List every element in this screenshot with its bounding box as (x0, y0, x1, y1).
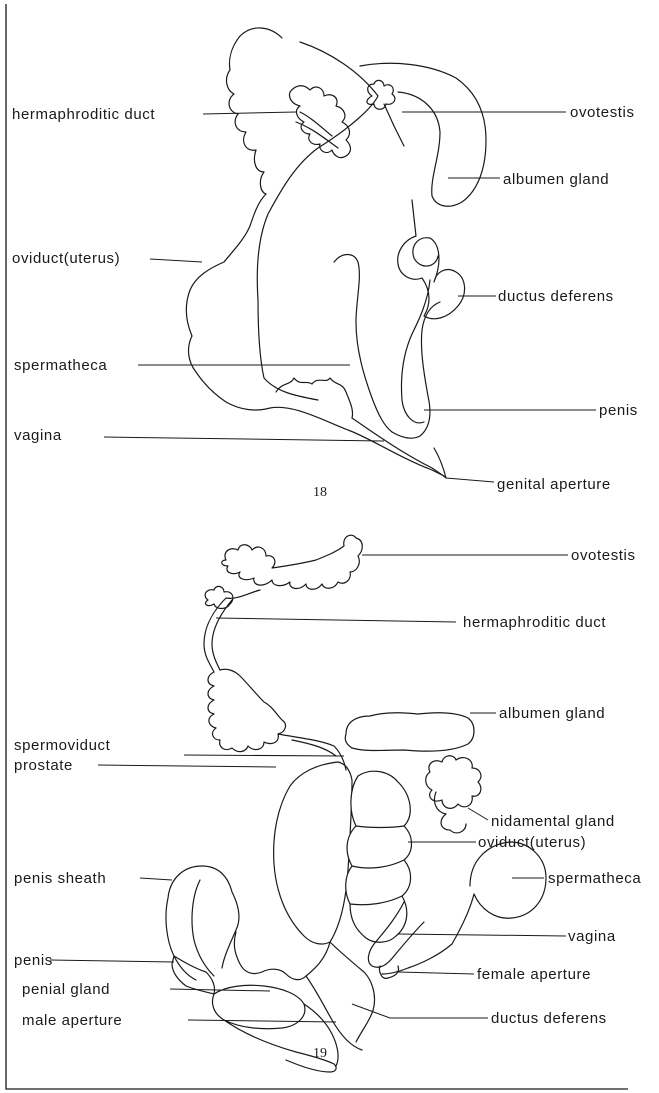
fig19-ovotestis (205, 535, 362, 608)
label-19-ductus-deferens: ductus deferens (491, 1010, 607, 1027)
label-19-penis: penis (14, 952, 53, 969)
label-18-oviduct-uterus: oviduct(uterus) (12, 250, 120, 267)
label-19-spermatheca: spermatheca (548, 870, 641, 887)
fig18-ductus-deferens-coil (398, 200, 465, 423)
label-19-spermoviduct: spermoviduct (14, 737, 111, 754)
figure-19-labels: ovotestis hermaphroditic duct albumen gl… (14, 547, 641, 1061)
leader-19-prostate (98, 765, 276, 767)
fig19-albumen-gland (345, 713, 474, 751)
label-18-ductus-deferens: ductus deferens (498, 288, 614, 305)
fig18-oviduct-outline (186, 28, 444, 476)
label-18-ovotestis: ovotestis (570, 104, 635, 121)
fig18-ovotestis-coil (289, 86, 350, 158)
label-18-spermatheca: spermatheca (14, 357, 107, 374)
label-19-oviduct-uterus: oviduct(uterus) (478, 834, 586, 851)
fig19-penis-sheath (166, 866, 239, 980)
leader-18-genital-aperture (446, 478, 494, 482)
fig19-oviduct-uterus (346, 771, 412, 942)
fig18-ovotestis-acini (367, 80, 404, 146)
fig18-spermatheca (334, 255, 392, 433)
leader-19-male-aperture (188, 1020, 336, 1022)
fig19-hermaphroditic-duct-coils (208, 669, 285, 751)
label-18-albumen-gland: albumen gland (503, 171, 609, 188)
leader-18-oviduct (150, 259, 202, 262)
leader-19-spermoviduct (184, 755, 344, 756)
leader-19-penis (50, 960, 174, 962)
fig19-penis (172, 956, 215, 994)
fig19-spermoviduct (278, 734, 346, 770)
fig19-male-duct (224, 1004, 338, 1072)
label-19-penis-sheath: penis sheath (14, 870, 106, 887)
leader-19-nidamental-gland (468, 808, 488, 820)
leader-18-hermaphroditic-duct (203, 112, 296, 114)
leader-18-vagina (104, 437, 384, 441)
label-18-vagina: vagina (14, 427, 62, 444)
label-19-female-aperture: female aperture (477, 966, 591, 983)
figure-18-number: 18 (313, 485, 327, 500)
leader-19-penis-sheath (140, 878, 172, 880)
figure-19-number: 19 (313, 1046, 327, 1061)
label-18-hermaphroditic-duct: hermaphroditic duct (12, 106, 155, 123)
leader-19-vagina (398, 934, 566, 936)
fig19-nidamental-gland (426, 756, 481, 833)
fig19-prostate (274, 762, 352, 944)
fig19-spermatheca (452, 842, 546, 944)
label-18-penis: penis (599, 402, 638, 419)
leader-19-female-aperture (398, 972, 474, 974)
leader-19-hermaphroditic-duct (216, 618, 456, 622)
label-19-prostate: prostate (14, 757, 73, 774)
fig18-oviduct-folds (276, 378, 353, 418)
plate-frame (6, 4, 628, 1089)
label-18-genital-aperture: genital aperture (497, 476, 611, 493)
label-19-nidamental-gland: nidamental gland (491, 813, 615, 830)
label-19-ovotestis: ovotestis (571, 547, 636, 564)
label-19-male-aperture: male aperture (22, 1012, 122, 1029)
label-19-vagina: vagina (568, 928, 616, 945)
fig18-albumen-gland (360, 63, 486, 206)
label-19-albumen-gland: albumen gland (499, 705, 605, 722)
label-19-hermaphroditic-duct: hermaphroditic duct (463, 614, 606, 631)
fig18-oviduct-inner (257, 42, 378, 400)
fig18-genital-aperture (352, 418, 446, 478)
fig18-penis (392, 302, 440, 438)
label-19-penial-gland: penial gland (22, 981, 110, 998)
